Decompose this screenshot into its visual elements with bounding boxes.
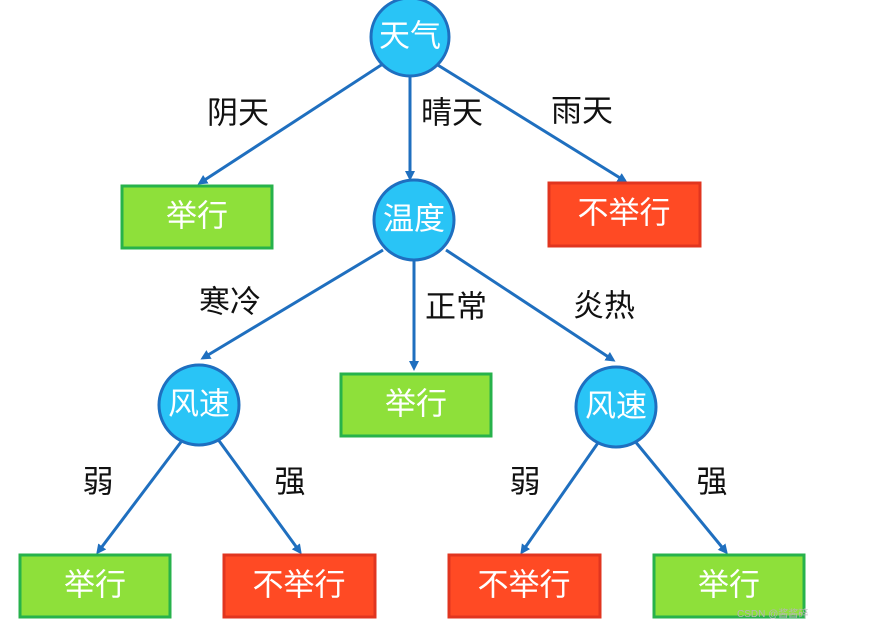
leaf-overcast-hold-box [120, 184, 274, 250]
edge-label-rainy: 雨天 [551, 94, 613, 130]
edge-label-cold: 寒冷 [199, 285, 261, 321]
edge-wind-right-weak [520, 439, 602, 555]
leaf-hot-strong-hold: 举行 [652, 553, 806, 619]
wind-speed-node-left: 风速 [157, 363, 241, 447]
edge-wind-left-strong [215, 437, 302, 555]
watermark: CSDN @酱酱碎 [737, 607, 808, 620]
weather-node-shape [369, 0, 451, 78]
leaf-rainy-cancel: 不举行 [547, 181, 702, 248]
leaf-cold-weak-hold-label: 举行 [64, 568, 126, 604]
edge-label-hot-weak: 弱 [510, 465, 541, 501]
leaf-cold-weak-hold-box [18, 553, 172, 619]
leaf-normal-hold-label: 举行 [385, 387, 447, 423]
wind-speed-node-left-shape [157, 363, 241, 447]
edge-label-overcast: 阴天 [207, 96, 269, 132]
leaf-cold-strong-cancel-label: 不举行 [253, 568, 346, 604]
edge-temp-hot [445, 248, 616, 362]
edge-weather-rainy [427, 57, 628, 183]
edge-label-sunny: 晴天 [421, 96, 483, 132]
leaf-normal-hold: 举行 [339, 372, 493, 438]
temperature-node: 温度 [372, 178, 456, 262]
temperature-node-label: 温度 [383, 202, 445, 238]
weather-node: 天气 [369, 0, 451, 78]
edge-weather-overcast [197, 56, 393, 185]
edge-wind-right-strong [632, 439, 728, 555]
wind-speed-node-right-label: 风速 [585, 389, 647, 425]
leaf-cold-strong-cancel-box [222, 553, 377, 619]
edge-label-normal: 正常 [425, 290, 487, 326]
wind-speed-node-left-label: 风速 [168, 387, 230, 423]
edge-wind-left-weak [96, 437, 186, 555]
edge-label-hot-strong: 强 [697, 465, 728, 501]
leaf-normal-hold-box [339, 372, 493, 438]
wind-speed-node-right: 风速 [574, 365, 658, 449]
edge-label-cold-strong: 强 [275, 465, 306, 501]
leaf-rainy-cancel-label: 不举行 [578, 196, 671, 232]
leaf-cold-weak-hold: 举行 [18, 553, 172, 619]
leaf-cold-strong-cancel: 不举行 [222, 553, 377, 619]
edge-temp-cold [200, 248, 384, 360]
edge-label-cold-weak: 弱 [83, 465, 114, 501]
leaf-overcast-hold-label: 举行 [166, 199, 228, 235]
leaf-hot-strong-hold-box [652, 553, 806, 619]
leaf-rainy-cancel-box [547, 181, 702, 248]
leaf-hot-strong-hold-label: 举行 [698, 568, 760, 604]
leaf-hot-weak-cancel-box [447, 553, 602, 619]
leaf-hot-weak-cancel-label: 不举行 [478, 568, 571, 604]
temperature-node-shape [372, 178, 456, 262]
leaf-overcast-hold: 举行 [120, 184, 274, 250]
leaf-hot-weak-cancel: 不举行 [447, 553, 602, 619]
wind-speed-node-right-shape [574, 365, 658, 449]
edge-label-hot: 炎热 [573, 289, 635, 325]
weather-node-label: 天气 [379, 19, 441, 55]
